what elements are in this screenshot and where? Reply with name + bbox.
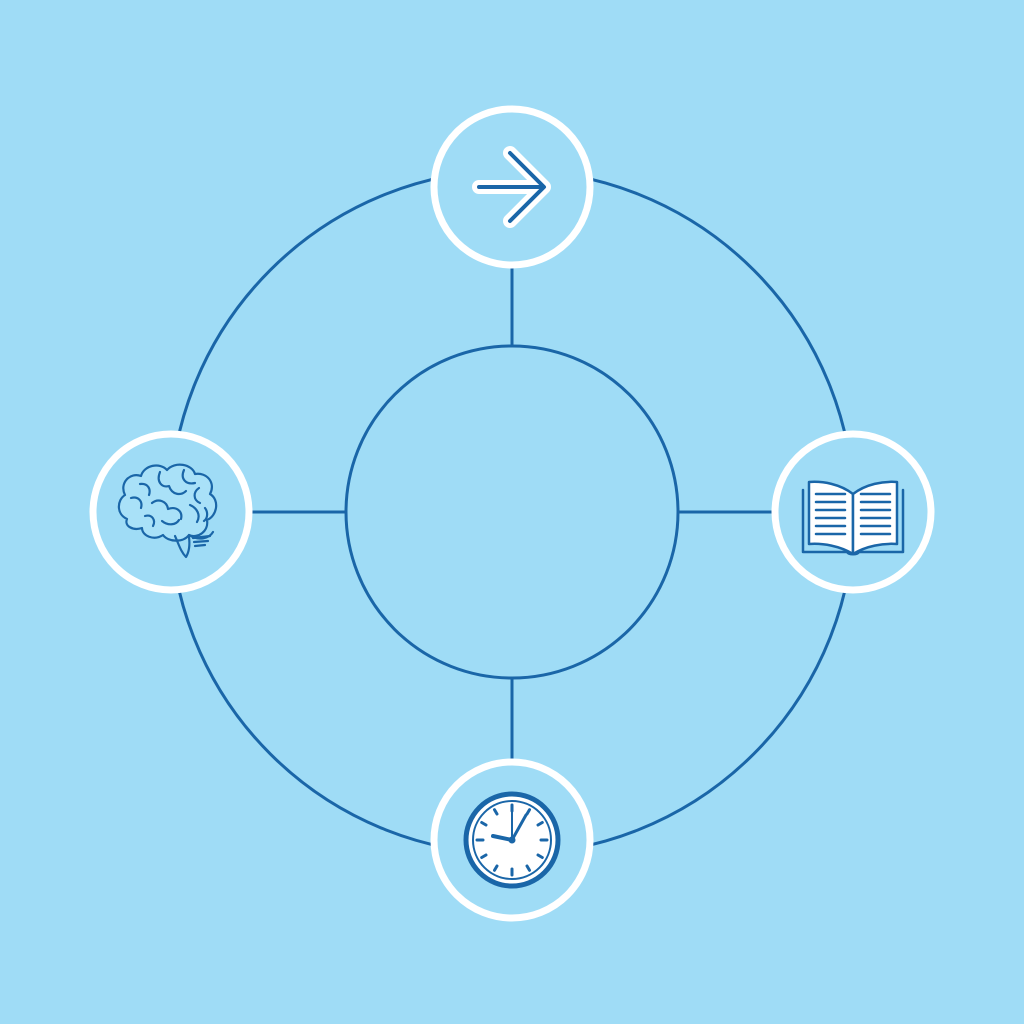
arrow-right-icon — [472, 146, 551, 228]
open-book-icon — [801, 480, 905, 556]
clock-icon — [463, 791, 561, 889]
node-bottom[interactable] — [430, 758, 594, 922]
node-right[interactable] — [771, 430, 935, 594]
node-left[interactable] — [89, 430, 253, 594]
center-hub — [344, 344, 680, 680]
node-top[interactable] — [430, 105, 594, 269]
brain-icon — [117, 463, 218, 559]
